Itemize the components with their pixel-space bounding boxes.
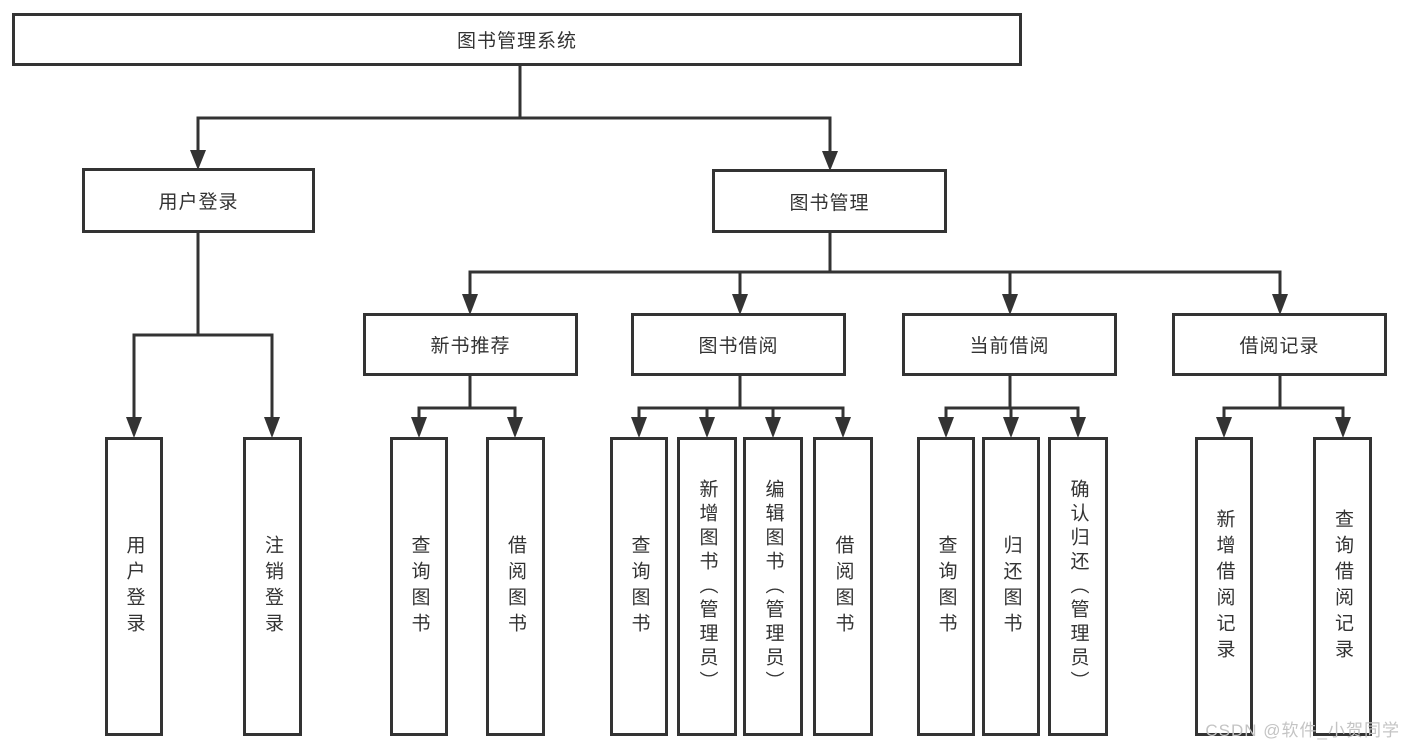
node-user-login: 用户登录	[82, 168, 315, 233]
node-book-borrow-label: 图书借阅	[698, 336, 779, 357]
node-new-book-recommend-label: 新书推荐	[430, 336, 511, 357]
leaf-user-login: 用户登录	[105, 437, 163, 736]
node-current-borrow-label: 当前借阅	[969, 336, 1050, 357]
leaf-borrow-books-1-label: 借阅图书	[505, 534, 526, 639]
leaf-edit-books-admin: 编辑图书（管理员）	[743, 437, 803, 736]
arrowhead	[631, 417, 647, 438]
leaf-return-books-label: 归还图书	[1000, 534, 1022, 639]
arrowhead	[1002, 294, 1018, 315]
node-borrow-records: 借阅记录	[1172, 313, 1387, 376]
leaf-add-borrow-record-label: 新增借阅记录	[1213, 508, 1235, 665]
arrowhead	[1335, 417, 1351, 438]
arrowhead	[822, 151, 838, 171]
node-user-login-label: 用户登录	[158, 192, 239, 213]
arrowhead	[938, 417, 954, 438]
leaf-query-books-3-label: 查询图书	[935, 534, 957, 639]
leaf-add-borrow-record: 新增借阅记录	[1195, 437, 1253, 736]
node-book-management: 图书管理	[712, 169, 947, 233]
node-root: 图书管理系统	[12, 13, 1022, 66]
leaf-confirm-return-admin: 确认归还（管理员）	[1048, 437, 1108, 736]
leaf-query-borrow-record-label: 查询借阅记录	[1332, 508, 1353, 665]
leaf-logout-label: 注销登录	[262, 534, 283, 639]
arrowhead	[732, 294, 748, 315]
leaf-borrow-books-2: 借阅图书	[813, 437, 873, 736]
arrowhead	[190, 150, 206, 170]
node-root-label: 图书管理系统	[456, 31, 577, 52]
connector-root-to-level2	[190, 66, 838, 171]
connector-userlogin-to-leaves	[126, 232, 280, 438]
arrowhead	[835, 417, 851, 438]
arrowhead	[1003, 417, 1019, 438]
leaf-edit-books-admin-label: 编辑图书（管理员）	[762, 478, 784, 695]
arrowhead	[1070, 417, 1086, 438]
leaf-query-books-2-label: 查询图书	[628, 534, 650, 639]
leaf-query-books-2: 查询图书	[610, 437, 668, 736]
leaf-query-books-1: 查询图书	[390, 437, 448, 736]
leaf-user-login-label: 用户登录	[123, 534, 145, 639]
leaf-borrow-books-2-label: 借阅图书	[832, 534, 854, 639]
leaf-logout: 注销登录	[243, 437, 302, 736]
arrowhead	[411, 417, 427, 438]
arrowhead	[699, 417, 715, 438]
csdn-watermark: CSDN @软件_小贺同学	[1205, 721, 1400, 740]
arrowhead	[1272, 294, 1288, 315]
arrowhead	[507, 417, 523, 438]
arrowhead	[1216, 417, 1232, 438]
arrowhead	[126, 417, 142, 438]
leaf-borrow-books-1: 借阅图书	[486, 437, 545, 736]
connector-bookmgmt-to-level3	[462, 233, 1288, 315]
leaf-query-borrow-record: 查询借阅记录	[1313, 437, 1372, 736]
leaf-add-books-admin-label: 新增图书（管理员）	[696, 478, 718, 695]
arrowhead	[462, 294, 478, 315]
connector-borrowrecords-to-leaves	[1216, 376, 1351, 438]
arrowhead	[264, 417, 280, 438]
node-borrow-records-label: 借阅记录	[1239, 336, 1320, 357]
leaf-query-books-3: 查询图书	[917, 437, 975, 736]
node-new-book-recommend: 新书推荐	[363, 313, 578, 376]
connector-bookborrow-to-leaves	[631, 376, 851, 438]
node-book-borrow: 图书借阅	[631, 313, 846, 376]
arrowhead	[765, 417, 781, 438]
node-book-management-label: 图书管理	[789, 192, 870, 214]
connector-newbookrec-to-leaves	[411, 376, 523, 438]
node-current-borrow: 当前借阅	[902, 313, 1117, 376]
leaf-add-books-admin: 新增图书（管理员）	[677, 437, 737, 736]
leaf-return-books: 归还图书	[982, 437, 1040, 736]
leaf-confirm-return-admin-label: 确认归还（管理员）	[1067, 478, 1089, 695]
leaf-query-books-1-label: 查询图书	[408, 534, 430, 639]
connector-currentborrow-to-leaves	[938, 376, 1086, 438]
